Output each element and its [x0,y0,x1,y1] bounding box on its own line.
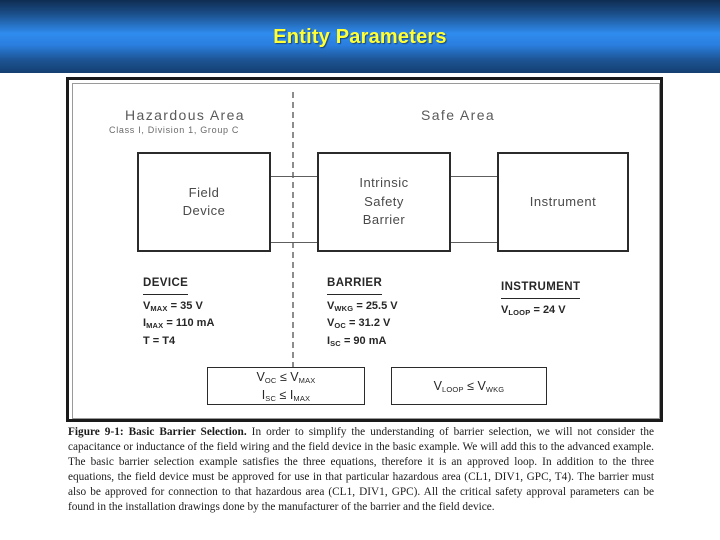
wire-device-barrier-bottom [270,242,318,243]
inequality-box-device-barrier: VOC ≤ VMAX ISC ≤ IMAX [207,367,365,405]
hazardous-area-classification: Class I, Division 1, Group C [109,125,240,135]
wire-device-barrier-top [270,176,318,177]
figure-caption: Figure 9-1: Basic Barrier Selection. In … [68,425,654,515]
hazardous-safe-divider-line [292,92,294,368]
parameter-line: VLOOP = 24 V [501,303,566,317]
inequality-line: VOC ≤ VMAX [256,369,316,385]
parameters-barrier-title: BARRIER [327,274,383,295]
parameter-line: VMAX = 35 V [143,299,203,313]
parameter-line: ISC = 90 mA [327,335,387,349]
figure-inner-border: Hazardous Area Class I, Division 1, Grou… [72,83,660,419]
parameters-device-lines: VMAX = 35 V IMAX = 110 mA T = T4 [143,298,214,351]
parameters-barrier-lines: VWKG = 25.5 V VOC = 31.2 V ISC = 90 mA [327,298,398,351]
figure-frame: Hazardous Area Class I, Division 1, Grou… [66,77,663,422]
parameters-instrument-title: INSTRUMENT [501,278,581,299]
parameter-line: IMAX = 110 mA [143,317,215,331]
figure-caption-body: In order to simplify the understanding o… [68,426,654,514]
inequality-box-loop: VLOOP ≤ VWKG [391,367,547,405]
parameter-line: VOC = 31.2 V [327,317,391,331]
safe-area-heading: Safe Area [421,107,496,123]
hazardous-area-heading: Hazardous Area [125,107,245,123]
block-instrument: Instrument [497,152,629,252]
parameter-line: VWKG = 25.5 V [327,299,398,313]
wire-barrier-instrument-top [450,176,498,177]
parameters-barrier: BARRIER VWKG = 25.5 V VOC = 31.2 V ISC = 9… [327,274,398,351]
parameters-device-title: DEVICE [143,274,189,295]
parameters-instrument: INSTRUMENT VLOOP = 24 V [501,278,581,320]
slide-body: Hazardous Area Class I, Division 1, Grou… [0,73,720,540]
slide-header-banner: Entity Parameters [0,0,720,73]
inequality-line: ISC ≤ IMAX [261,388,311,403]
figure-caption-lead: Figure 9-1: Basic Barrier Selection. [68,426,247,438]
block-instrument-label: Instrument [529,193,597,209]
parameters-instrument-lines: VLOOP = 24 V [501,302,580,320]
parameters-device: DEVICE VMAX = 35 V IMAX = 110 mA T = T4 [143,274,214,351]
wire-barrier-instrument-bottom [450,242,498,243]
page-title: Entity Parameters [273,26,447,48]
inequality-line: VLOOP ≤ VWKG [433,378,505,394]
parameter-line: T = T4 [143,335,176,348]
